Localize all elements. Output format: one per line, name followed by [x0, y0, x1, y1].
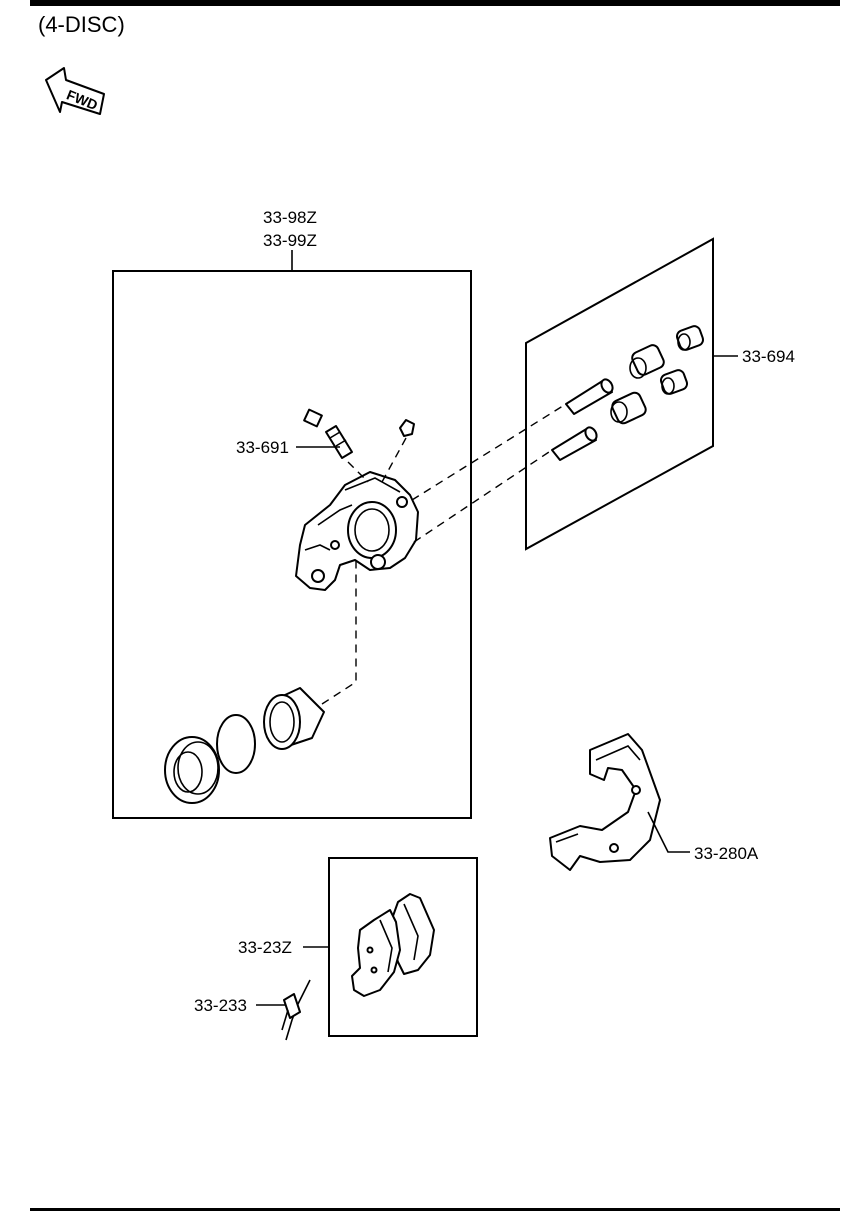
piston [263, 687, 325, 750]
bleeder-screw-label: 33-691 [236, 438, 289, 457]
guide-pin-lower [551, 426, 598, 461]
mounting-support-label: 33-280A [694, 844, 759, 863]
caliper-body [295, 471, 419, 591]
bleeder-screw [303, 408, 353, 459]
guide-pin-upper [565, 378, 614, 415]
mounting-support [549, 733, 661, 871]
brake-pads-label: 33-23Z [238, 938, 292, 957]
diagram-title: (4-DISC) [38, 12, 125, 37]
caliper-label-1: 33-98Z [263, 208, 317, 227]
caliper-label-2: 33-99Z [263, 231, 317, 250]
pin-bushing-1 [675, 325, 705, 351]
dust-boot [164, 736, 220, 804]
pin-boot-2 [610, 391, 647, 425]
bottom-border-rule [30, 1208, 840, 1211]
top-border-rule [30, 0, 840, 6]
piston-seal [216, 714, 256, 774]
pin-bushing-2 [659, 369, 689, 395]
bleeder-cap [399, 419, 415, 437]
pad-spring-clip [281, 979, 311, 1041]
pin-boot-1 [629, 344, 665, 379]
fwd-arrow-icon: FWD [45, 67, 105, 115]
guide-pin-kit-label: 33-694 [742, 347, 795, 366]
guide-pin-kit-box [525, 237, 714, 551]
brake-pad-front [351, 909, 401, 997]
spring-clip-label: 33-233 [194, 996, 247, 1015]
